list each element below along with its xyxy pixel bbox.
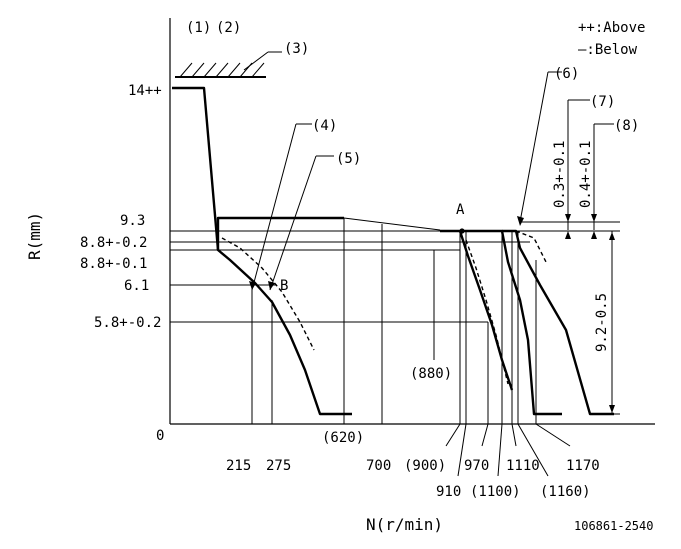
tick-leader-1110 — [511, 423, 517, 447]
x-tick-910: 910 — [436, 484, 461, 500]
dim-label-0-3: 0.3+-0.1 — [552, 141, 568, 208]
marker-3: (3) — [284, 41, 309, 57]
arrow-7-up — [565, 231, 571, 239]
curve-full-load-plateau — [216, 216, 344, 250]
arrow-4 — [249, 281, 256, 290]
leader-6 — [519, 71, 549, 223]
leader-4 — [251, 123, 297, 291]
x-tick-1170: 1170 — [566, 458, 600, 474]
point-b-label: B — [280, 278, 288, 294]
x-tick-1160: (1160) — [540, 484, 591, 500]
y-tick-0: 0 — [156, 428, 164, 444]
curve-low-speed — [172, 86, 352, 416]
x-tick-1110: 1110 — [506, 458, 540, 474]
marker-1: (1) — [186, 20, 211, 36]
tick-leader-1160 — [517, 423, 549, 477]
x-tick-900: (900) — [404, 458, 446, 474]
tick-leader-1170 — [535, 423, 571, 447]
y-tick-8-8b: 8.8+-0.1 — [80, 256, 147, 272]
x-tick-700: 700 — [366, 458, 391, 474]
dim-label-0-4: 0.4+-0.1 — [578, 141, 594, 208]
leader-3 — [243, 51, 269, 71]
arrow-8-up — [591, 231, 597, 239]
x-tick-215: 215 — [226, 458, 251, 474]
drawing-code: 106861-2540 — [574, 519, 653, 533]
legend-below: —:Below — [578, 42, 638, 58]
marker-2: (2) — [216, 20, 241, 36]
x-tick-880: (880) — [410, 366, 452, 382]
tick-leader-970 — [481, 423, 489, 447]
y-tick-5-8: 5.8+-0.2 — [94, 315, 161, 331]
dim-arrow-top — [609, 232, 615, 240]
x-axis-title: N(r/min) — [366, 515, 443, 534]
y-tick-9-3: 9.3 — [120, 213, 145, 229]
line-plateau-slope — [343, 217, 441, 231]
dim-arrow-bottom — [609, 405, 615, 413]
arrow-8-down — [591, 214, 597, 222]
x-tick-620: (620) — [322, 430, 364, 446]
dashed-curve-left — [221, 237, 315, 351]
y-axis-title: R(mm) — [25, 212, 44, 260]
point-a-label: A — [456, 202, 465, 218]
dashed-curve-mid — [465, 239, 509, 385]
marker-6: (6) — [554, 66, 579, 82]
dashed-curve-right — [515, 230, 547, 263]
tick-leader-900 — [445, 423, 461, 447]
tick-leader-910 — [457, 423, 467, 477]
x-tick-275: 275 — [266, 458, 291, 474]
y-tick-6-1: 6.1 — [124, 278, 149, 294]
arrow-5 — [268, 281, 275, 290]
leader-5 — [269, 155, 317, 291]
x-tick-1100: (1100) — [470, 484, 521, 500]
legend-above: ++:Above — [578, 20, 645, 36]
dim-label-9-2: 9.2-0.5 — [594, 293, 610, 352]
point-a-dot — [459, 228, 465, 234]
marker-4: (4) — [312, 118, 337, 134]
tick-leader-1100 — [497, 423, 503, 477]
y-tick-8-8a: 8.8+-0.2 — [80, 235, 147, 251]
curve-high-speed-b — [458, 230, 514, 391]
marker-7: (7) — [590, 94, 615, 110]
x-tick-970: 970 — [464, 458, 489, 474]
arrow-7-down — [565, 214, 571, 222]
marker-5: (5) — [336, 151, 361, 167]
y-tick-14: 14++ — [128, 83, 162, 99]
arrow-6 — [517, 216, 524, 226]
stopper-hatch — [175, 62, 266, 78]
marker-8: (8) — [614, 118, 639, 134]
